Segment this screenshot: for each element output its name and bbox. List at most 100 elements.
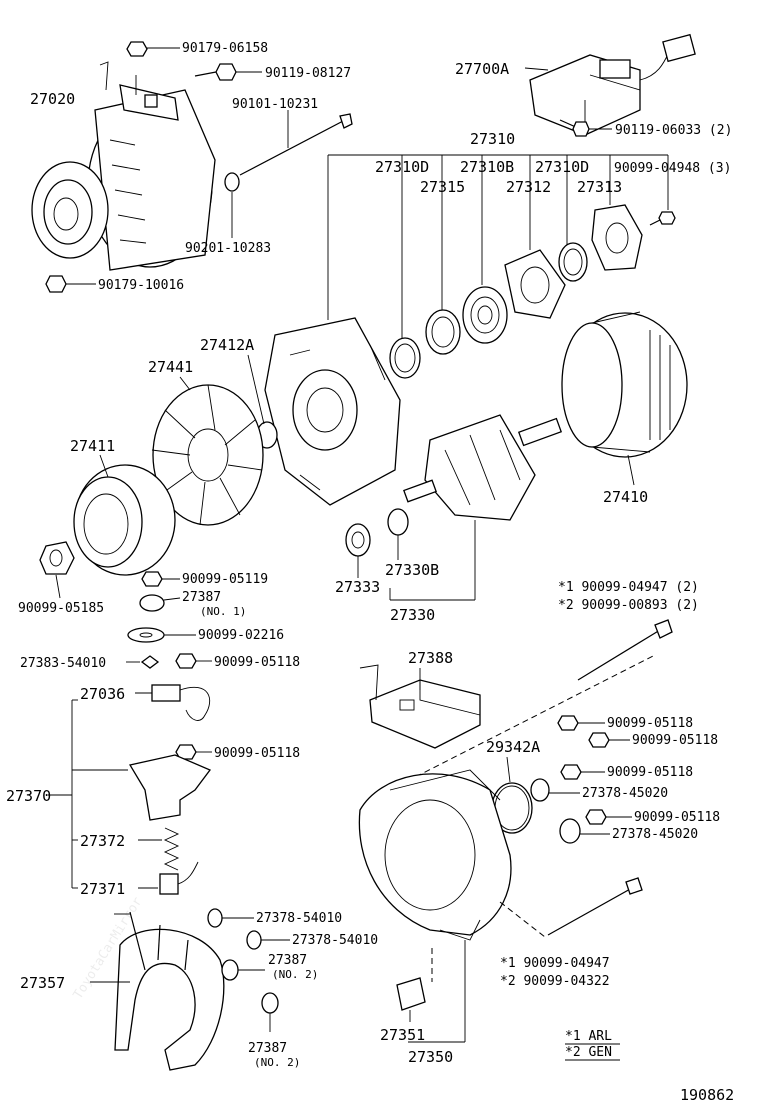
regulator-27700A-drawing	[524, 33, 696, 136]
bracket-27310	[327, 154, 669, 340]
label-90099-05118-f: 90099-05118	[634, 810, 720, 825]
nut-90099-05118-b	[175, 744, 212, 760]
insulator-27351	[396, 948, 433, 1022]
nut-90099-05118-a	[175, 653, 212, 669]
label-90099-04948: 90099-04948 (3)	[614, 161, 731, 176]
label-star1-top: *1 90099-04947 (2)	[558, 580, 699, 595]
dashed-leader-top	[379, 654, 656, 796]
label-star1-bottom: *1 90099-04947	[500, 956, 610, 971]
label-90119-08127: 90119-08127	[265, 66, 351, 81]
label-90099-05118-c: 90099-05118	[607, 716, 693, 731]
insulator-27378-54010-a	[207, 908, 254, 928]
alternator-assembly-drawing	[31, 61, 216, 271]
label-27371: 27371	[80, 880, 125, 898]
label-90179-10016: 90179-10016	[98, 278, 184, 293]
nut-90179-06158	[126, 41, 180, 57]
pulley-27411	[73, 454, 176, 576]
label-27310D-b: 27310D	[535, 158, 589, 176]
nut-90099-05118-f	[585, 809, 632, 825]
label-27383-54010: 27383-54010	[20, 656, 106, 671]
label-27357: 27357	[20, 974, 65, 992]
label-27350: 27350	[408, 1048, 453, 1066]
label-27330B: 27330B	[385, 561, 439, 579]
label-27313: 27313	[577, 178, 622, 196]
bearing-27310B	[462, 286, 508, 344]
cover-27333	[345, 523, 371, 578]
label-27315: 27315	[420, 178, 465, 196]
label-27411: 27411	[70, 437, 115, 455]
insulator-27387-no2-b	[261, 992, 279, 1032]
label-90099-05118-b: 90099-05118	[214, 746, 300, 761]
retainer-plate-27313	[591, 204, 643, 271]
label-27310B: 27310B	[460, 158, 514, 176]
label-27441: 27441	[148, 358, 193, 376]
label-90099-05118-d: 90099-05118	[632, 733, 718, 748]
nut-90099-05119	[141, 571, 180, 587]
ring-27310D-b	[558, 242, 588, 282]
label-90099-05118-e: 90099-05118	[607, 765, 693, 780]
plate-27312	[504, 249, 566, 319]
nut-90099-05118-e	[560, 764, 605, 780]
rear-end-frame-27350	[358, 769, 512, 1043]
plate-27383-54010	[126, 655, 160, 669]
insulator-27378-45020-b	[559, 818, 610, 844]
label-27310D-a: 27310D	[375, 158, 429, 176]
label-27370: 27370	[6, 787, 51, 805]
retainer-ring-27310D	[389, 337, 421, 379]
spring-27372	[72, 827, 180, 871]
label-27351: 27351	[380, 1026, 425, 1044]
label-27387-no2b: 27387	[248, 1041, 287, 1056]
terminal-cover-27388	[359, 664, 481, 749]
label-27412A: 27412A	[200, 336, 254, 354]
label-27387-no1-sub: (NO. 1)	[200, 605, 246, 618]
bolt-90119-06033	[559, 119, 612, 137]
label-star2-bottom: *2 90099-04322	[500, 974, 610, 989]
bolt-90101-10231	[239, 110, 353, 176]
screw-90099-04948	[649, 211, 676, 226]
label-27387-no1: 27387	[182, 590, 221, 605]
label-90201-10283: 90201-10283	[185, 241, 271, 256]
brush-27371	[138, 861, 199, 895]
label-27378-45020-a: 27378-45020	[582, 786, 668, 801]
ring-27330B	[387, 508, 409, 560]
label-27372: 27372	[80, 832, 125, 850]
insulator-27378-54010-b	[246, 930, 290, 950]
label-27378-54010-b: 27378-54010	[292, 933, 378, 948]
label-27388: 27388	[408, 649, 453, 667]
through-bolt-top	[577, 619, 673, 681]
label-27387-no2b-sub: (NO. 2)	[254, 1056, 300, 1069]
bracket-27330	[389, 520, 476, 601]
label-27387-no2a: 27387	[268, 953, 307, 968]
nut-90099-05118-c	[557, 715, 605, 731]
stator-27410	[561, 311, 688, 486]
regulator-holder-27370	[48, 699, 212, 889]
label-27333: 27333	[335, 578, 380, 596]
label-star2-top: *2 90099-00893 (2)	[558, 598, 699, 613]
through-bolt-bottom	[499, 877, 643, 938]
label-27410: 27410	[603, 488, 648, 506]
label-27700A: 27700A	[455, 60, 509, 78]
insulator-27387-no1	[139, 594, 181, 612]
label-27020: 27020	[30, 90, 75, 108]
legend-line-1: *1 ARL	[565, 1029, 612, 1044]
fan-27441	[151, 376, 264, 526]
cover-27315	[425, 309, 461, 355]
nut-90179-10016	[45, 275, 96, 293]
nut-90099-05118-d	[588, 732, 630, 748]
insulator-27378-45020-a	[530, 778, 580, 802]
label-27378-54010-a: 27378-54010	[256, 911, 342, 926]
connector-27036	[135, 684, 211, 721]
bolt-90119-08127	[194, 63, 262, 81]
label-27387-no2a-sub: (NO. 2)	[272, 968, 318, 981]
rectifier-holder-27357	[90, 911, 225, 1071]
label-29342A: 29342A	[486, 738, 540, 756]
legend-line-2: *2 GEN	[565, 1045, 612, 1060]
label-90119-06033: 90119-06033 (2)	[615, 123, 732, 138]
label-27312: 27312	[506, 178, 551, 196]
label-90099-05118-a: 90099-05118	[214, 655, 300, 670]
label-27330: 27330	[390, 606, 435, 624]
insulator-27387-no2-a	[221, 959, 265, 981]
label-27378-45020-b: 27378-45020	[612, 827, 698, 842]
drive-end-frame-27310-drawing	[264, 317, 401, 506]
